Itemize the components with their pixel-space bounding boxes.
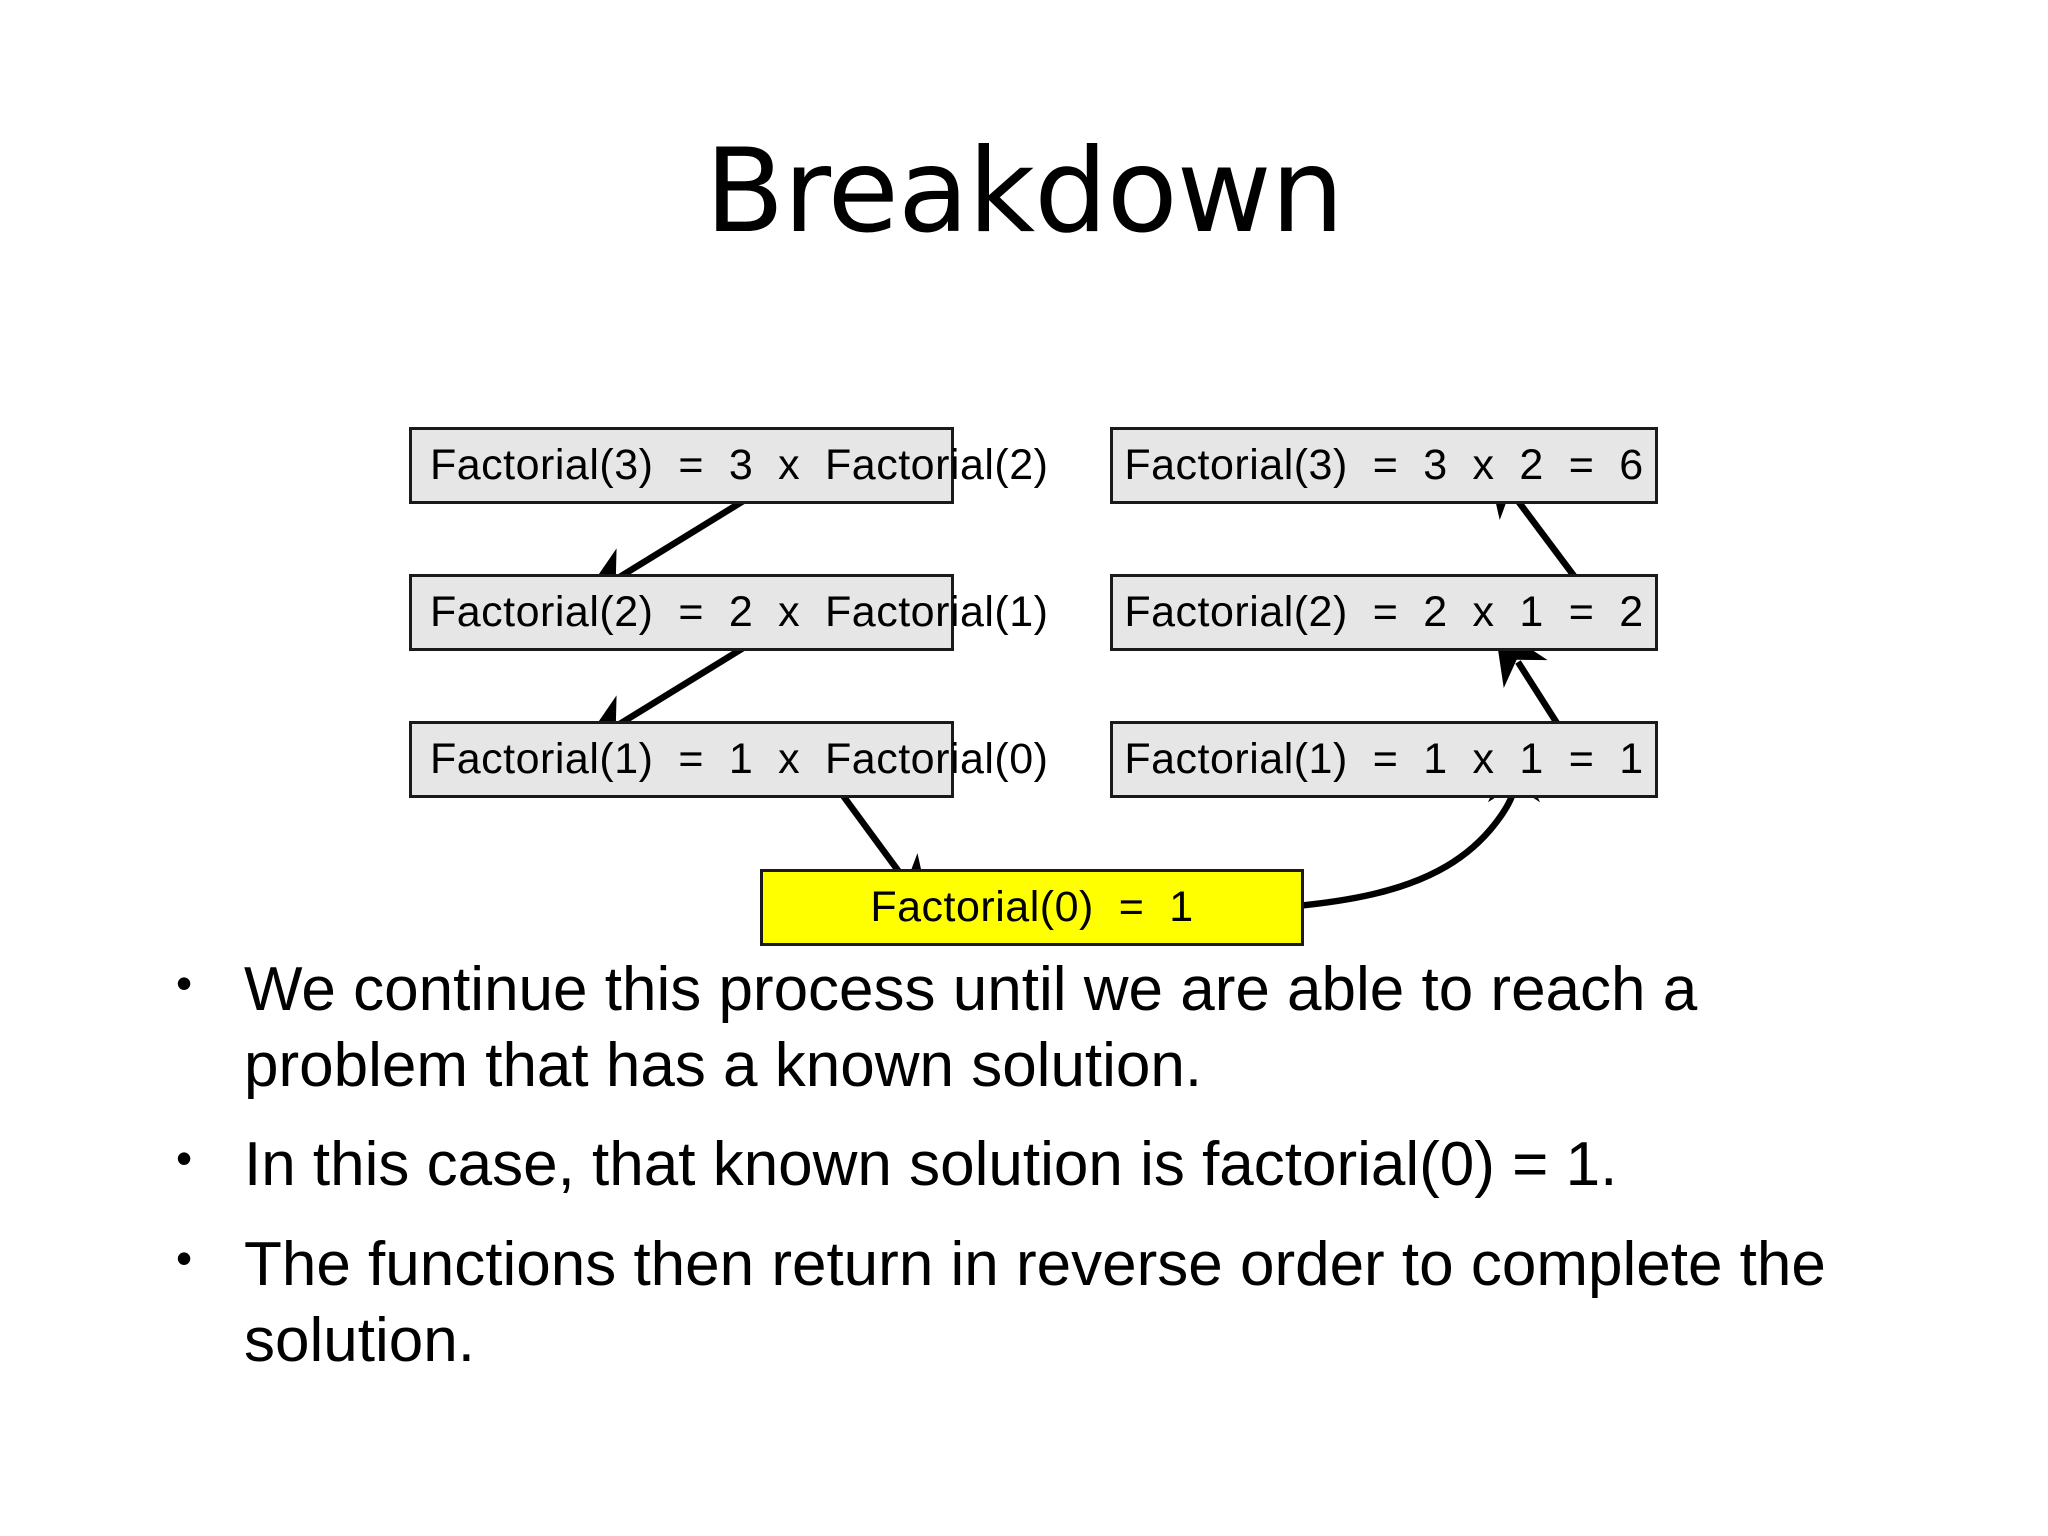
bullet-marker-icon: • xyxy=(176,957,193,1009)
descent-box-factorial-2: Factorial(2) = 2 x Factorial(1) xyxy=(409,574,1048,651)
bullet-text: We continue this process until we are ab… xyxy=(244,955,1698,1100)
descent-box-factorial-1: Factorial(1) = 1 x Factorial(0) xyxy=(409,721,1048,798)
base-case-box-factorial-0: Factorial(0) = 1 xyxy=(760,869,1304,946)
return-box-factorial-3: Factorial(3) = 3 x 2 = 6 xyxy=(1110,427,1658,504)
recursion-breakdown-diagram: Factorial(3) = 3 x Factorial(2) Factoria… xyxy=(409,427,1658,946)
page-title: Breakdown xyxy=(704,124,1344,259)
return-box-factorial-1: Factorial(1) = 1 x 1 = 1 xyxy=(1110,721,1658,798)
arrow-layer xyxy=(580,457,1593,916)
bullet-marker-icon: • xyxy=(176,1132,193,1185)
list-item: • The functions then return in reverse o… xyxy=(168,1227,1928,1378)
return-box-factorial-2: Factorial(2) = 2 x 1 = 2 xyxy=(1110,574,1658,651)
bullet-text: The functions then return in reverse ord… xyxy=(244,1229,1826,1375)
descent-box-factorial-3: Factorial(3) = 3 x Factorial(2) xyxy=(409,427,1048,504)
list-item: • We continue this process until we are … xyxy=(168,952,1928,1103)
bullet-list: • We continue this process until we are … xyxy=(168,952,1928,1402)
bullet-text: In this case, that known solution is fac… xyxy=(244,1130,1618,1200)
bullet-marker-icon: • xyxy=(176,1231,193,1284)
list-item: • In this case, that known solution is f… xyxy=(168,1127,1928,1203)
